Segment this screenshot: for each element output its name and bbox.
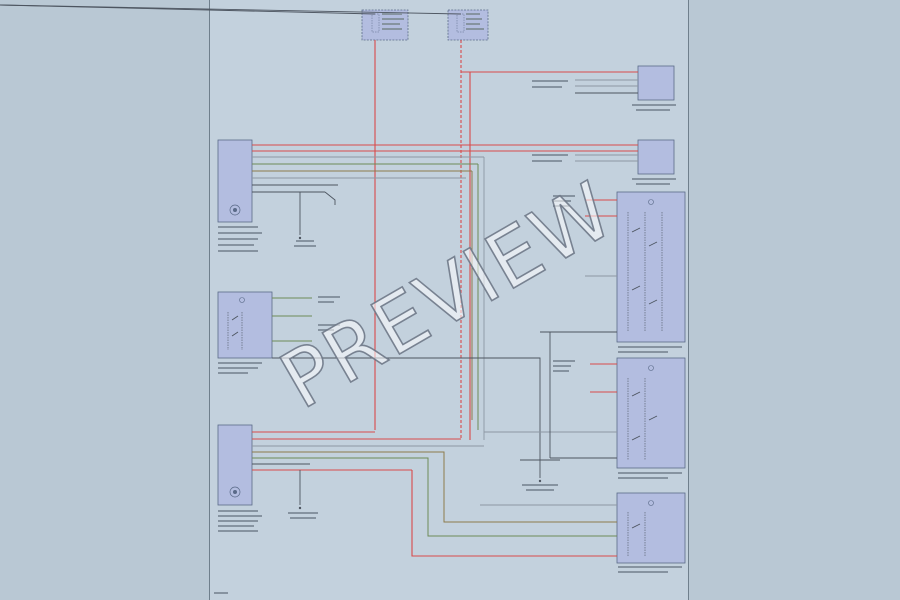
left-front-window-motor bbox=[637, 139, 675, 175]
ground-symbols bbox=[298, 236, 542, 510]
driver-door-window-switch-panel bbox=[217, 291, 273, 359]
driver-door-control-module bbox=[217, 139, 253, 223]
wiring bbox=[252, 40, 638, 557]
diagram-sheet bbox=[209, 0, 689, 600]
top-left-fuse-box bbox=[0, 4, 409, 41]
passenger-door-control-module bbox=[217, 424, 253, 506]
right-rear-window-switch-assembly bbox=[616, 191, 686, 343]
passenger-rear-window-switch bbox=[616, 492, 686, 564]
right-rear-window-motor bbox=[637, 65, 675, 101]
label-placeholders bbox=[214, 13, 682, 594]
passenger-door-window-switch bbox=[616, 357, 686, 469]
top-right-fuse-box bbox=[0, 4, 489, 41]
